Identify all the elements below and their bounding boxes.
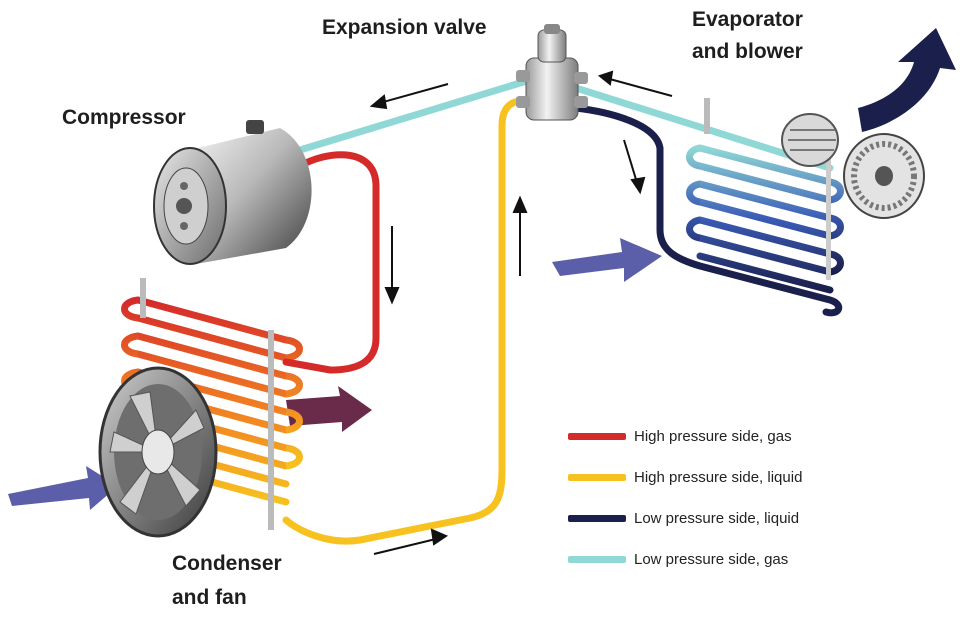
evaporator-coil	[686, 98, 844, 294]
legend-item-low-liquid: Low pressure side, liquid	[568, 498, 868, 539]
high-pressure-liquid-line	[282, 96, 532, 545]
low-pressure-gas-line-return	[296, 76, 534, 154]
evaporator-label-line1: Evaporator	[692, 8, 803, 31]
evaporator-blower	[781, 113, 925, 219]
airflow-in-evaporator-arrow	[552, 238, 662, 282]
legend-swatch	[568, 556, 626, 563]
low-pressure-liquid-line	[572, 104, 843, 317]
compressor	[153, 120, 312, 265]
condenser-label-line1: Condenser	[172, 552, 282, 575]
condenser-fan	[98, 366, 218, 538]
flow-arrow-from-evaporator	[597, 70, 673, 97]
legend-swatch	[568, 433, 626, 440]
flow-arrow-down-compressor-line	[384, 226, 400, 305]
flow-arrow-down-low-liquid	[623, 139, 646, 195]
airflow-out-condenser-arrow	[286, 386, 372, 432]
legend-item-low-gas: Low pressure side, gas	[568, 539, 868, 580]
legend-label: Low pressure side, liquid	[634, 510, 800, 527]
airflow-out-evaporator-arrow	[858, 28, 956, 132]
high-pressure-gas-line	[282, 151, 380, 374]
legend-label: Low pressure side, gas	[634, 551, 789, 568]
airflow-in-condenser-arrow	[8, 466, 118, 510]
flow-arrow-to-compressor	[369, 83, 449, 110]
legend-swatch	[568, 474, 626, 481]
condenser-label-line2: and fan	[172, 586, 247, 609]
compressor-label: Compressor	[62, 106, 186, 129]
expansion-valve	[516, 24, 588, 121]
flow-arrow-right-liquid-line	[373, 528, 449, 555]
expansion-valve-label: Expansion valve	[322, 16, 487, 39]
legend-label: High pressure side, liquid	[634, 469, 803, 486]
legend-item-high-liquid: High pressure side, liquid	[568, 457, 868, 498]
legend: High pressure side, gas High pressure si…	[568, 416, 868, 580]
legend-item-high-gas: High pressure side, gas	[568, 416, 868, 457]
evaporator-label-line2: and blower	[692, 40, 803, 63]
legend-swatch	[568, 515, 626, 522]
flow-arrow-up-liquid-line	[512, 195, 528, 276]
legend-label: High pressure side, gas	[634, 428, 792, 445]
